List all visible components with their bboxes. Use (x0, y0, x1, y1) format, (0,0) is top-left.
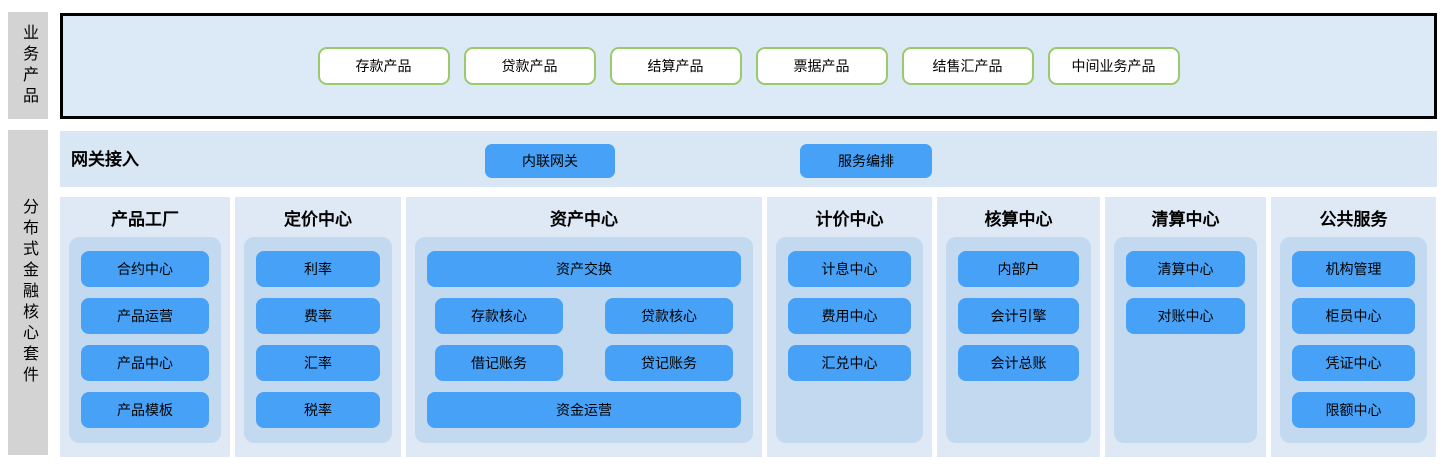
module-node: 产品运营 (81, 298, 209, 334)
core-suite-columns: 产品工厂 合约中心 产品运营 产品中心 产品模板 定价中心 利率 费率 汇率 税… (60, 197, 1437, 457)
module-node: 柜员中心 (1292, 298, 1415, 334)
module-node: 存款核心 (435, 298, 563, 334)
module-node: 会计引擎 (958, 298, 1079, 334)
module-node: 利率 (256, 251, 380, 287)
module-node: 贷记账务 (605, 345, 733, 381)
core-suite-side-label: 分布式金融核心套件 (8, 130, 48, 455)
column-product-factory: 产品工厂 合约中心 产品运营 产品中心 产品模板 (60, 197, 230, 457)
module-node: 凭证中心 (1292, 345, 1415, 381)
product-node-deposit: 存款产品 (317, 47, 450, 85)
column-title: 计价中心 (815, 209, 884, 229)
column-valuation-center: 计价中心 计息中心 费用中心 汇兑中心 (767, 197, 932, 457)
column-title: 产品工厂 (111, 209, 179, 229)
column-title: 公共服务 (1319, 209, 1388, 229)
module-node: 税率 (256, 392, 380, 428)
column-inner-panel: 计息中心 费用中心 汇兑中心 (776, 237, 923, 443)
module-node: 内部户 (958, 251, 1079, 287)
module-node: 产品模板 (81, 392, 209, 428)
gateway-node-intranet: 内联网关 (485, 144, 615, 178)
module-node: 对账中心 (1126, 298, 1245, 334)
module-node: 机构管理 (1292, 251, 1415, 287)
module-node: 会计总账 (958, 345, 1079, 381)
column-accounting-center: 核算中心 内部户 会计引擎 会计总账 (937, 197, 1100, 457)
business-products-panel: 存款产品 贷款产品 结算产品 票据产品 结售汇产品 中间业务产品 (60, 13, 1437, 119)
module-node: 借记账务 (435, 345, 563, 381)
product-node-intermediate: 中间业务产品 (1047, 47, 1180, 85)
column-pricing-center: 定价中心 利率 费率 汇率 税率 (235, 197, 401, 457)
product-node-bill: 票据产品 (755, 47, 888, 85)
product-node-loan: 贷款产品 (463, 47, 596, 85)
module-node: 汇率 (256, 345, 380, 381)
module-node-row: 借记账务 贷记账务 (427, 345, 741, 381)
column-title: 定价中心 (284, 209, 352, 229)
module-node: 贷款核心 (605, 298, 733, 334)
gateway-band: 网关接入 内联网关 服务编排 (60, 131, 1437, 187)
column-inner-panel: 资产交换 存款核心 贷款核心 借记账务 贷记账务 资金运营 (415, 237, 753, 443)
product-node-fx-settlement: 结售汇产品 (901, 47, 1034, 85)
module-node: 限额中心 (1292, 392, 1415, 428)
gateway-node-orchestration: 服务编排 (800, 144, 932, 178)
column-public-services: 公共服务 机构管理 柜员中心 凭证中心 限额中心 (1271, 197, 1436, 457)
column-inner-panel: 合约中心 产品运营 产品中心 产品模板 (69, 237, 221, 443)
module-node: 清算中心 (1126, 251, 1245, 287)
module-node: 产品中心 (81, 345, 209, 381)
column-inner-panel: 利率 费率 汇率 税率 (244, 237, 392, 443)
module-node: 资金运营 (427, 392, 741, 428)
business-products-side-label: 业务产品 (8, 12, 48, 119)
column-inner-panel: 清算中心 对账中心 (1114, 237, 1257, 443)
column-title: 清算中心 (1151, 209, 1220, 229)
column-title: 核算中心 (984, 209, 1053, 229)
gateway-band-title: 网关接入 (71, 150, 139, 169)
module-node: 合约中心 (81, 251, 209, 287)
module-node: 费率 (256, 298, 380, 334)
module-node-row: 存款核心 贷款核心 (427, 298, 741, 334)
column-title: 资产中心 (550, 209, 618, 229)
module-node: 费用中心 (788, 298, 911, 334)
column-inner-panel: 内部户 会计引擎 会计总账 (946, 237, 1091, 443)
product-node-settlement: 结算产品 (609, 47, 742, 85)
column-asset-center: 资产中心 资产交换 存款核心 贷款核心 借记账务 贷记账务 资金运营 (406, 197, 762, 457)
module-node: 计息中心 (788, 251, 911, 287)
module-node: 资产交换 (427, 251, 741, 287)
column-inner-panel: 机构管理 柜员中心 凭证中心 限额中心 (1280, 237, 1427, 443)
column-clearing-center: 清算中心 清算中心 对账中心 (1105, 197, 1266, 457)
module-node: 汇兑中心 (788, 345, 911, 381)
